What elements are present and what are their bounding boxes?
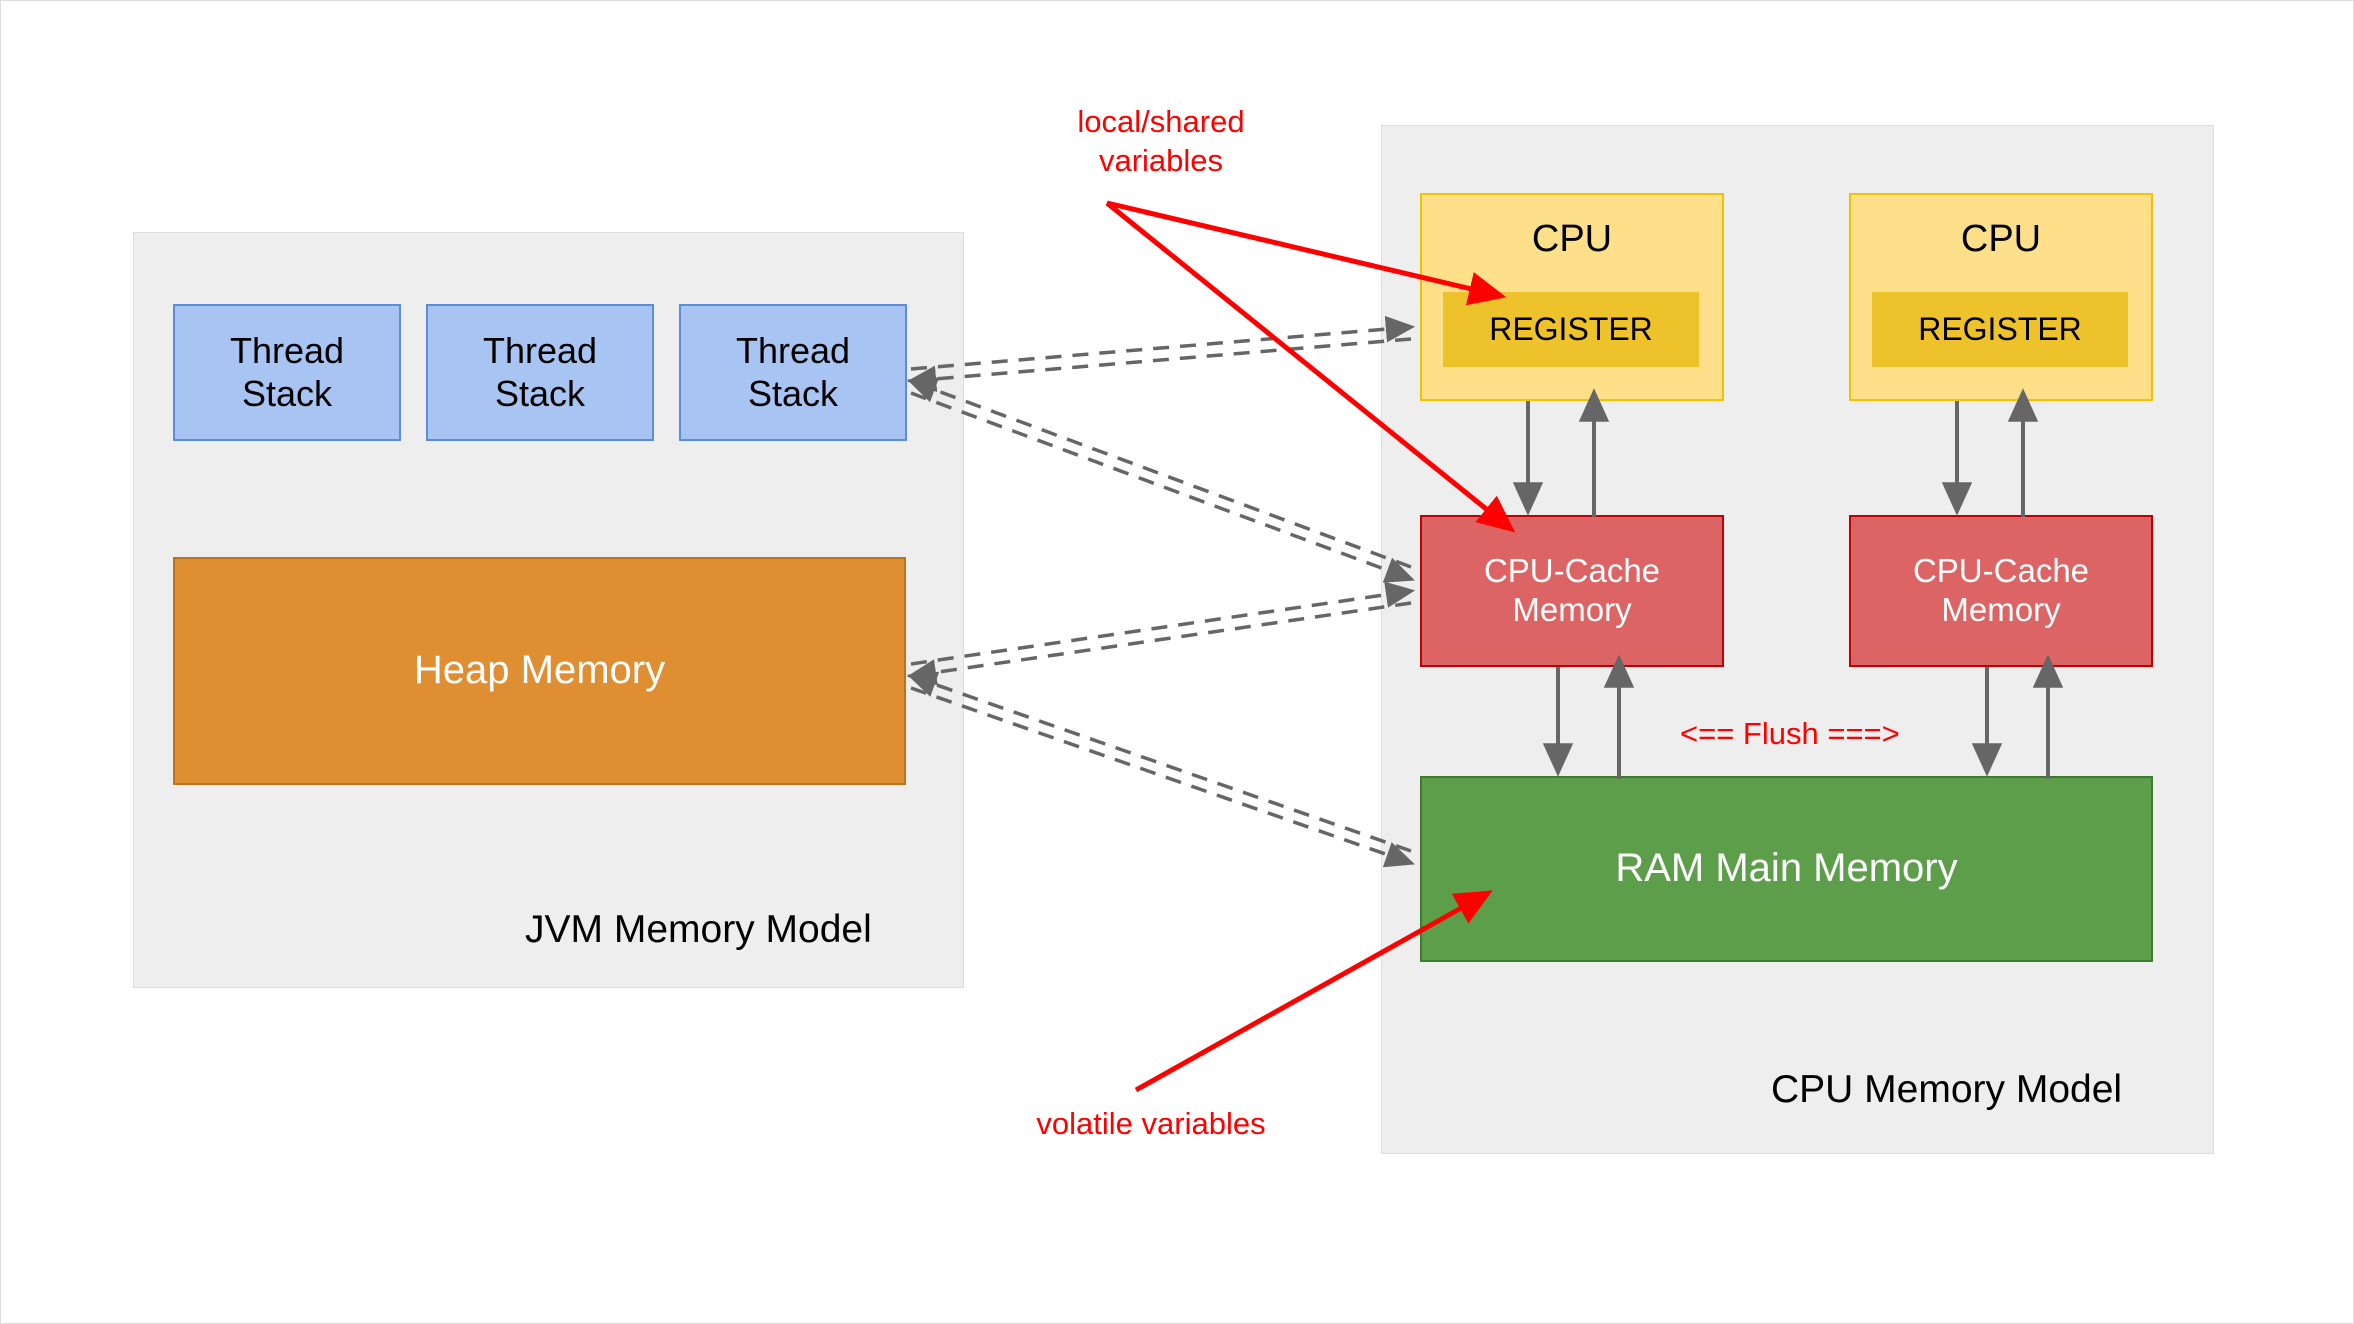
ram-main-memory-box: RAM Main Memory — [1420, 776, 2153, 962]
cpu-panel-title: CPU Memory Model — [1771, 1068, 2123, 1111]
dashed-link-threadstack-register — [906, 315, 1416, 393]
cpu-box-2: CPU REGISTER — [1849, 193, 2153, 401]
thread-stack-label-1: Thread Stack — [229, 330, 345, 414]
jvm-panel-title: JVM Memory Model — [525, 908, 872, 951]
cpu-title-1: CPU — [1531, 218, 1613, 260]
dashed-link-heap-cache — [906, 581, 1416, 686]
register-label-2: REGISTER — [1918, 310, 2082, 347]
cpu-cache-memory-box-1: CPU-Cache Memory — [1420, 515, 1724, 667]
cpu-cache-memory-label-1: CPU-Cache Memory — [1483, 552, 1661, 628]
thread-stack-label-2: Thread Stack — [482, 330, 598, 414]
thread-stack-box-3: Thread Stack — [679, 304, 907, 441]
thread-stack-box-1: Thread Stack — [173, 304, 401, 441]
volatile-variables-annotation: volatile variables — [1036, 1106, 1266, 1141]
thread-stack-label-3: Thread Stack — [735, 330, 851, 414]
heap-memory-label: Heap Memory — [413, 648, 666, 693]
register-box-2: REGISTER — [1872, 292, 2128, 367]
local-shared-variables-annotation: local/shared variables — [1077, 104, 1245, 178]
cpu-cache-memory-box-2: CPU-Cache Memory — [1849, 515, 2153, 667]
register-label-1: REGISTER — [1489, 310, 1653, 347]
ram-main-memory-label: RAM Main Memory — [1615, 846, 1958, 891]
thread-stack-box-2: Thread Stack — [426, 304, 654, 441]
heap-memory-box: Heap Memory — [173, 557, 906, 785]
cpu-cache-memory-label-2: CPU-Cache Memory — [1912, 552, 2090, 628]
flush-label: <== Flush ===> — [1680, 716, 1900, 751]
dashed-link-threadstack-cache — [907, 377, 1415, 583]
cpu-title-2: CPU — [1960, 218, 2042, 260]
cpu-box-1: CPU REGISTER — [1420, 193, 1724, 401]
dashed-link-heap-ram — [907, 671, 1415, 868]
register-box-1: REGISTER — [1443, 292, 1699, 367]
